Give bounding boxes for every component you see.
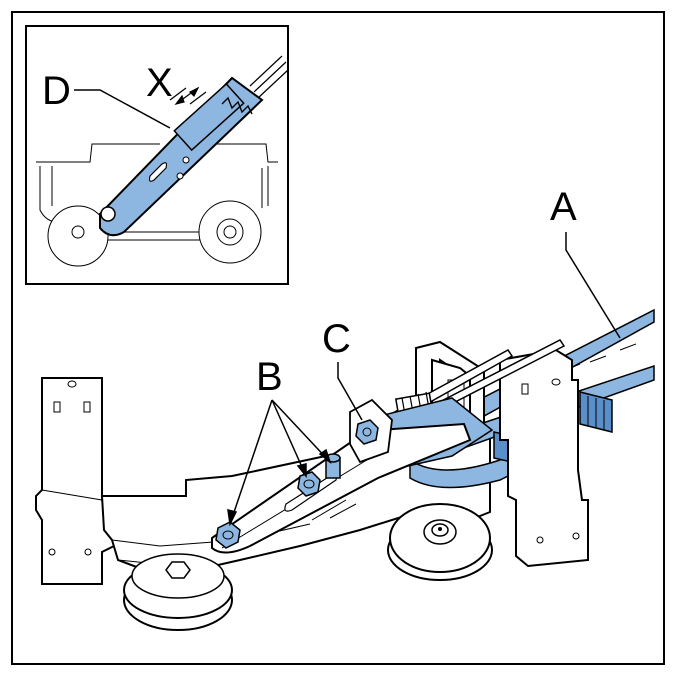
inset-dimension-x <box>169 86 207 105</box>
inset-wheel-right <box>198 200 262 264</box>
bolt-b-middle <box>297 471 321 497</box>
leader-d <box>74 89 171 129</box>
label-c: C <box>322 317 351 361</box>
label-d: D <box>42 69 71 113</box>
inset-spring <box>221 96 253 115</box>
bolt-b-upper <box>325 453 341 479</box>
label-x: X <box>146 61 173 105</box>
inset-cables <box>249 55 289 99</box>
inset-wheel-left <box>47 205 109 267</box>
leader-c <box>337 362 363 421</box>
label-a: A <box>550 185 577 229</box>
left-bracket <box>35 377 115 585</box>
wheel-left <box>123 553 233 631</box>
right-bracket <box>499 348 589 568</box>
leader-b <box>227 399 332 527</box>
axle-nut-left <box>165 561 191 579</box>
label-b: B <box>256 355 283 399</box>
inset-arm <box>99 76 264 237</box>
leader-a <box>565 232 621 339</box>
main-arm <box>211 397 494 554</box>
bolt-c <box>355 419 379 445</box>
main-assembly: A B C <box>35 185 655 631</box>
wheel-right <box>387 503 493 581</box>
inset-detail: X D <box>25 25 289 285</box>
